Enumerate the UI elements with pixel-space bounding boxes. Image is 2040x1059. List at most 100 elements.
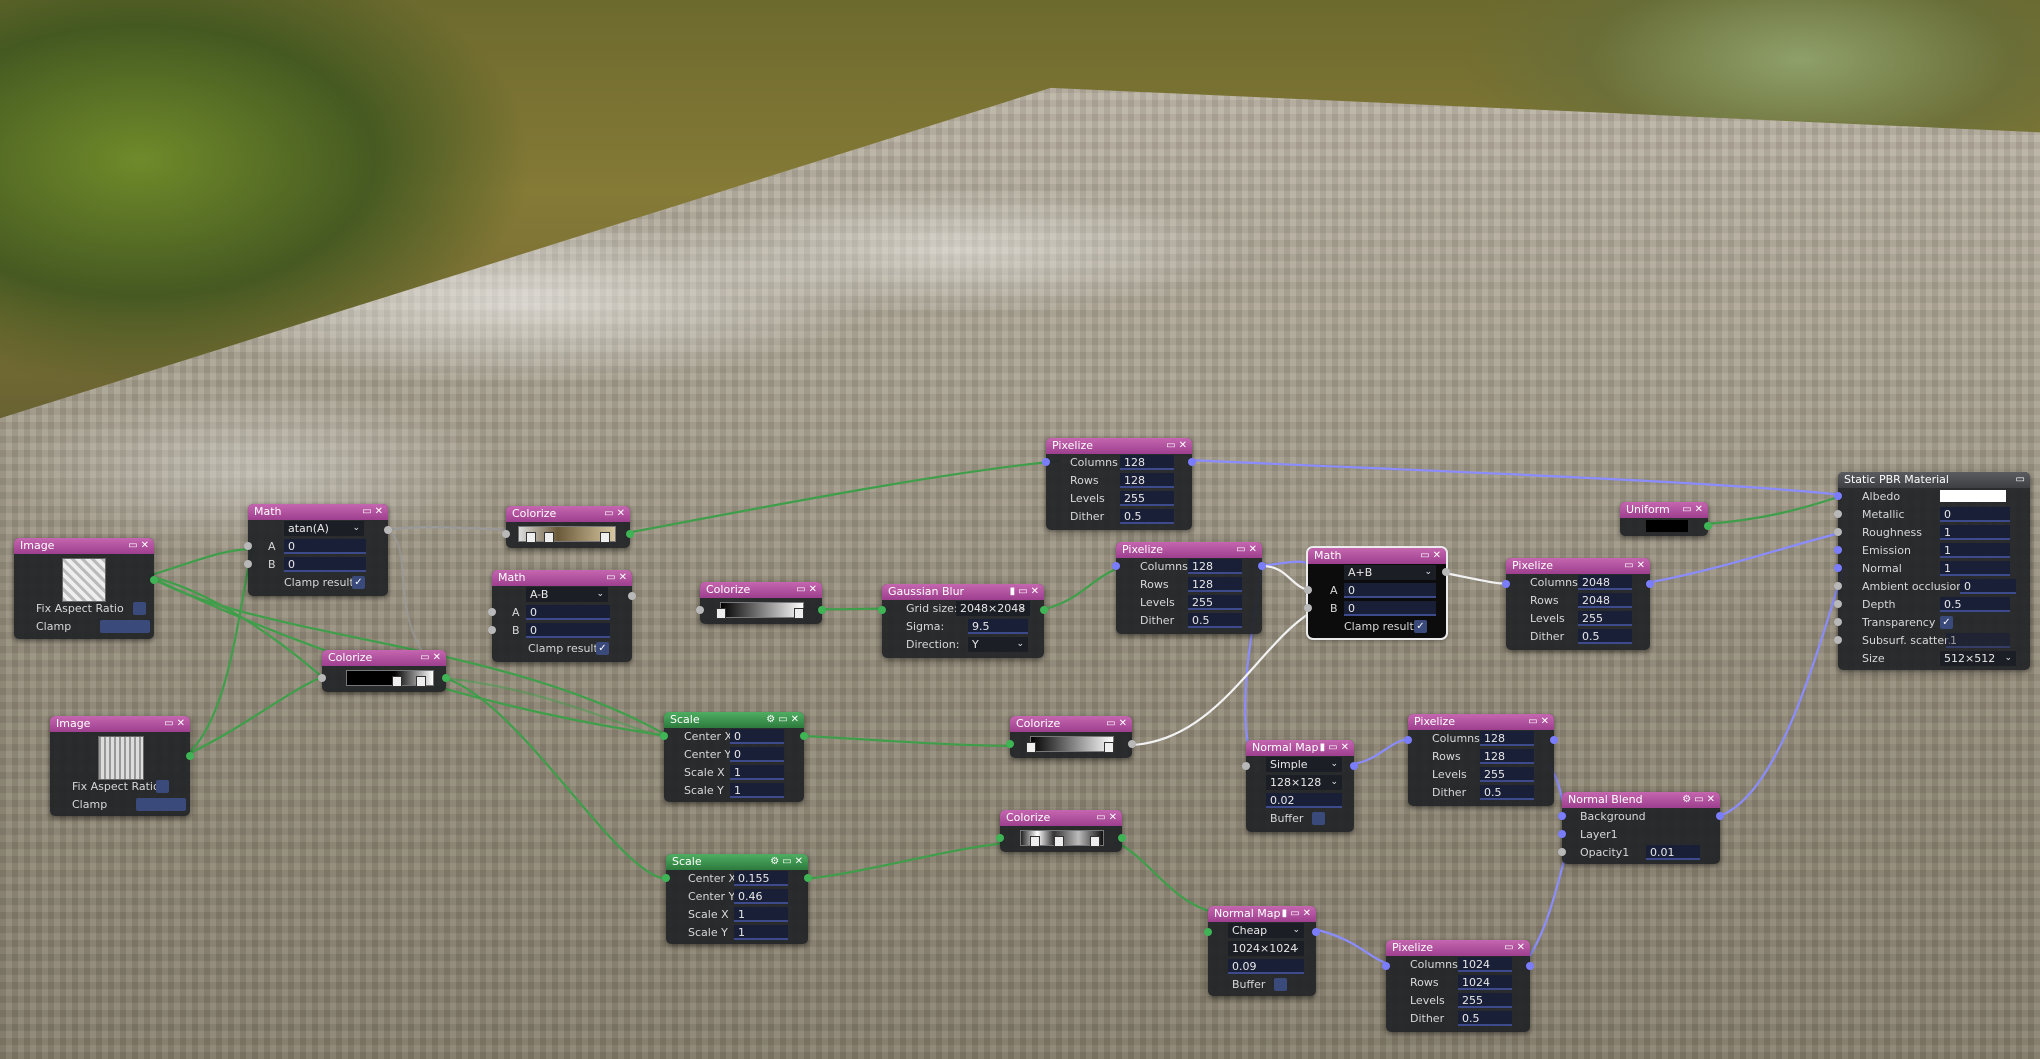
center-x-field[interactable]: 0.155 (734, 871, 788, 886)
close-icon[interactable]: ✕ (618, 572, 628, 583)
node-header[interactable]: Pixelize▭✕ (1116, 542, 1262, 558)
clamp-checkbox[interactable] (100, 620, 150, 633)
gradient-stop[interactable] (794, 608, 804, 619)
scale-y-field[interactable]: 1 (730, 783, 784, 798)
node-header[interactable]: Pixelize▭✕ (1506, 558, 1650, 574)
rows-field[interactable]: 128 (1480, 749, 1534, 764)
dither-field[interactable]: 0.5 (1458, 1011, 1512, 1026)
node-header[interactable]: Math▭✕ (1308, 548, 1446, 564)
output-socket[interactable] (1526, 962, 1534, 970)
gradient-stop[interactable] (600, 532, 610, 543)
output-socket[interactable] (1258, 562, 1266, 570)
close-icon[interactable]: ✕ (1302, 908, 1312, 919)
node-header[interactable]: Normal Map▮▭✕ (1208, 906, 1316, 922)
input-socket[interactable] (660, 732, 668, 740)
transparency-socket[interactable] (1834, 618, 1842, 626)
close-icon[interactable]: ✕ (794, 856, 804, 867)
output-socket[interactable] (628, 592, 636, 600)
output-socket[interactable] (442, 674, 450, 682)
gradient-stop[interactable] (716, 608, 726, 619)
metallic-socket[interactable] (1834, 510, 1842, 518)
output-socket[interactable] (626, 530, 634, 538)
opacity1-field[interactable]: 0.01 (1646, 845, 1700, 860)
gradient-stop[interactable] (1104, 742, 1114, 753)
node-header[interactable]: Colorize▭✕ (322, 650, 446, 666)
display-icon[interactable]: ▭ (1682, 504, 1693, 515)
close-icon[interactable]: ✕ (1340, 742, 1350, 753)
levels-field[interactable]: 255 (1578, 611, 1632, 626)
dither-field[interactable]: 0.5 (1480, 785, 1534, 800)
input-socket[interactable] (1204, 928, 1212, 936)
node-header[interactable]: Pixelize▭✕ (1408, 714, 1554, 730)
clamp-checkbox[interactable] (136, 798, 186, 811)
normal-map-node-1[interactable]: Normal Map▮▭✕ Simple⌄ 128×128⌄ 0.02 Buff… (1242, 740, 1358, 832)
close-icon[interactable]: ✕ (1636, 560, 1646, 571)
transparency-checkbox[interactable]: ✓ (1940, 616, 1953, 629)
layer1-socket[interactable] (1558, 830, 1566, 838)
output-socket[interactable] (800, 732, 808, 740)
subsurf-field[interactable]: 1 (1946, 633, 2010, 648)
a-field[interactable]: 0 (526, 605, 610, 620)
lock-icon[interactable]: ▮ (1281, 908, 1289, 919)
dither-field[interactable]: 0.5 (1578, 629, 1632, 644)
b-field[interactable]: 0 (1344, 601, 1436, 616)
display-icon[interactable]: ▭ (604, 508, 615, 519)
gradient-stop[interactable] (1054, 836, 1064, 847)
node-header[interactable]: Colorize▭✕ (506, 506, 630, 522)
close-icon[interactable]: ✕ (1118, 718, 1128, 729)
node-header[interactable]: Math▭✕ (248, 504, 388, 520)
emission-socket[interactable] (1834, 546, 1842, 554)
output-socket[interactable] (186, 752, 194, 760)
colorize-node-2[interactable]: Colorize▭✕ (318, 650, 450, 692)
fix-aspect-checkbox[interactable] (133, 602, 146, 615)
display-icon[interactable]: ▭ (782, 856, 793, 867)
display-icon[interactable]: ▭ (606, 572, 617, 583)
normal-blend-node[interactable]: Normal Blend⚙▭✕ Background Layer1 Opacit… (1558, 792, 1724, 864)
input-socket-a[interactable] (244, 542, 252, 550)
gradient-stop[interactable] (544, 532, 554, 543)
output-socket[interactable] (1646, 580, 1654, 588)
levels-field[interactable]: 255 (1120, 491, 1174, 506)
node-header[interactable]: Pixelize▭✕ (1386, 940, 1530, 956)
depth-field[interactable]: 0.5 (1940, 597, 2010, 612)
ao-field[interactable]: 0 (1960, 579, 2016, 594)
node-header[interactable]: Normal Map▮▭✕ (1246, 740, 1354, 756)
node-header[interactable]: Uniform▭✕ (1620, 502, 1708, 518)
operation-select[interactable]: A-B⌄ (526, 587, 608, 602)
b-field[interactable]: 0 (526, 623, 610, 638)
uniform-node[interactable]: Uniform▭✕ (1620, 502, 1712, 536)
node-header[interactable]: Scale⚙▭✕ (664, 712, 804, 728)
display-icon[interactable]: ▭ (2015, 474, 2026, 485)
gradient-stop[interactable] (1030, 836, 1040, 847)
gear-icon[interactable]: ⚙ (1682, 794, 1693, 805)
input-socket[interactable] (1242, 762, 1250, 770)
node-header[interactable]: Static PBR Material▭ (1838, 472, 2030, 488)
display-icon[interactable]: ▭ (128, 540, 139, 551)
input-socket[interactable] (502, 530, 510, 538)
opacity1-socket[interactable] (1558, 848, 1566, 856)
input-socket-a[interactable] (488, 608, 496, 616)
ao-socket[interactable] (1834, 582, 1842, 590)
node-header[interactable]: Gaussian Blur▮▭✕ (882, 584, 1044, 600)
rows-field[interactable]: 2048 (1578, 593, 1632, 608)
display-icon[interactable]: ▭ (164, 718, 175, 729)
close-icon[interactable]: ✕ (616, 508, 626, 519)
color-swatch[interactable] (1646, 520, 1688, 532)
node-header[interactable]: Image▭✕ (50, 716, 190, 732)
image-thumbnail[interactable] (98, 736, 144, 780)
gradient-stop[interactable] (526, 532, 536, 543)
columns-field[interactable]: 128 (1120, 455, 1174, 470)
close-icon[interactable]: ✕ (1540, 716, 1550, 727)
node-header[interactable]: Image▭✕ (14, 538, 154, 554)
input-socket[interactable] (662, 874, 670, 882)
clamp-checkbox[interactable]: ✓ (1414, 620, 1427, 633)
output-socket[interactable] (1040, 606, 1048, 614)
gear-icon[interactable]: ⚙ (766, 714, 777, 725)
input-socket[interactable] (1006, 740, 1014, 748)
rows-field[interactable]: 128 (1188, 577, 1242, 592)
rows-field[interactable]: 128 (1120, 473, 1174, 488)
